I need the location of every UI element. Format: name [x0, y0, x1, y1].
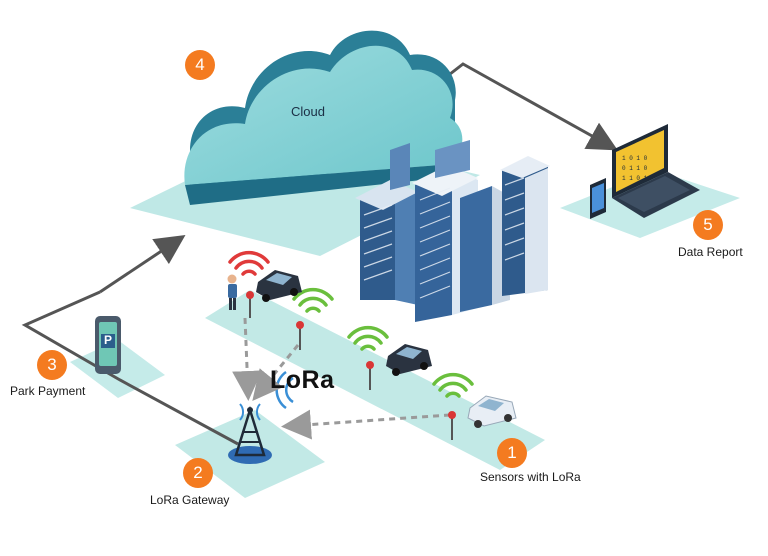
lora-gateway-label: LoRa Gateway [150, 493, 230, 507]
parking-officer-icon [227, 274, 237, 310]
sensor-link-right [281, 409, 451, 440]
connection-to-cloud [99, 235, 186, 294]
parking-sign-text: P [104, 333, 113, 347]
badge-sensors: 1 [497, 438, 527, 468]
gateway-tower-icon [228, 403, 272, 464]
laptop-icon: 1 0 1 0 0 1 1 0 1 1 0 1 [612, 124, 700, 218]
sensor-link-top [232, 317, 263, 401]
data-report-label: Data Report [678, 245, 743, 259]
parking-sensor-icon [246, 291, 456, 440]
svg-text:0 1 1 0: 0 1 1 0 [622, 165, 648, 172]
car-icon [256, 270, 517, 428]
badge-cloud: 4 [185, 50, 215, 80]
cloud-label: Cloud [291, 104, 325, 119]
svg-text:1 1 0 1: 1 1 0 1 [622, 175, 648, 182]
payment-phone-icon [95, 316, 121, 374]
phone-icon [590, 178, 606, 219]
street-platform [205, 290, 545, 470]
city-buildings [355, 140, 550, 322]
sensors-label: Sensors with LoRa [480, 470, 581, 484]
park-payment-label: Park Payment [10, 384, 86, 398]
badge-gateway: 2 [183, 458, 213, 488]
connection-gateway-to-payment [21, 290, 239, 446]
badge-report: 5 [693, 210, 723, 240]
wifi-signal-green-icon [292, 287, 474, 398]
badge-payment: 3 [37, 350, 67, 380]
wifi-signal-red-icon [228, 250, 270, 276]
lora-logo-text: LoRa [270, 366, 335, 394]
svg-text:1 0 1 0: 1 0 1 0 [622, 155, 648, 162]
